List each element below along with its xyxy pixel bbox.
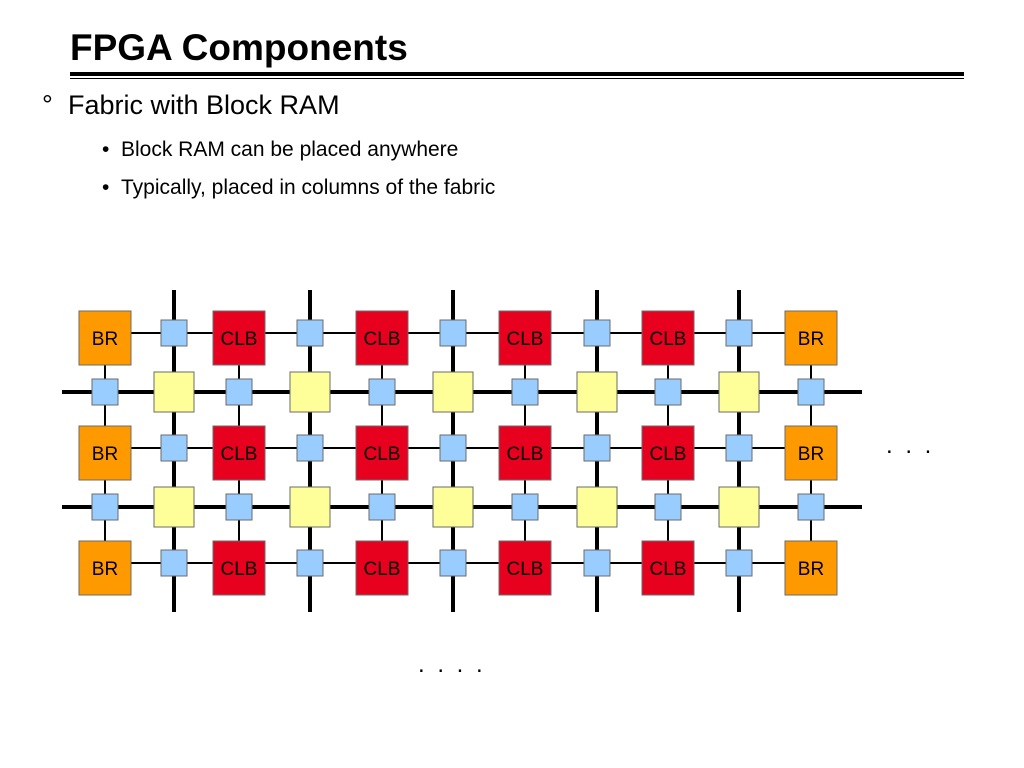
- logic-block: [641, 540, 695, 596]
- logic-block-label: CLB: [650, 444, 687, 465]
- switch-box: [296, 319, 324, 347]
- switch-box: [583, 549, 611, 577]
- title-rule-thick: [70, 72, 964, 76]
- dot-bullet-marker: •: [102, 138, 110, 161]
- connection-box: [289, 486, 331, 528]
- block-ram-label: BR: [92, 444, 118, 465]
- switch-box: [725, 319, 753, 347]
- logic-block-label: CLB: [364, 444, 401, 465]
- logic-block: [355, 425, 409, 481]
- switch-box: [725, 434, 753, 462]
- switch-box: [439, 434, 467, 462]
- switch-box: [160, 319, 188, 347]
- logic-block-label: CLB: [650, 559, 687, 580]
- switch-box: [654, 378, 682, 406]
- subbullet-2: • Typically, placed in columns of the fab…: [102, 175, 495, 201]
- dot-bullet-marker: •: [102, 176, 110, 199]
- connection-box: [718, 371, 760, 413]
- block-ram: [78, 310, 132, 366]
- block-ram-label: BR: [92, 329, 118, 350]
- switch-box: [225, 378, 253, 406]
- logic-block: [355, 310, 409, 366]
- subbullet-1: • Block RAM can be placed anywhere: [102, 137, 458, 163]
- logic-block-label: CLB: [507, 329, 544, 350]
- logic-block: [641, 310, 695, 366]
- block-ram-label: BR: [798, 329, 824, 350]
- fabric-blocks: BR CLB CLB CLB CLB BR BR CLB CLB CLB CLB BR BR CLB CLB…: [78, 310, 838, 596]
- connection-box: [432, 486, 474, 528]
- switch-box: [368, 378, 396, 406]
- switch-box: [91, 493, 119, 521]
- logic-block: [212, 310, 266, 366]
- switch-box: [160, 549, 188, 577]
- connection-box: [153, 371, 195, 413]
- degree-bullet-marker: °: [42, 90, 53, 120]
- block-ram-label: BR: [798, 559, 824, 580]
- logic-block: [498, 540, 552, 596]
- bullet-text: Fabric with Block RAM: [68, 90, 340, 120]
- switch-box: [160, 434, 188, 462]
- switch-box: [797, 378, 825, 406]
- continuation-ellipsis-right: . . .: [886, 432, 934, 459]
- switch-box: [225, 493, 253, 521]
- block-ram: [784, 310, 838, 366]
- connection-box: [432, 371, 474, 413]
- connection-box: [289, 371, 331, 413]
- logic-block: [498, 425, 552, 481]
- logic-block: [212, 425, 266, 481]
- block-ram: [784, 425, 838, 481]
- subbullet-text: Block RAM can be placed anywhere: [121, 138, 459, 161]
- switch-box: [654, 493, 682, 521]
- switch-box: [91, 378, 119, 406]
- logic-block-label: CLB: [221, 329, 258, 350]
- switch-box: [797, 493, 825, 521]
- connection-box: [718, 486, 760, 528]
- logic-block: [355, 540, 409, 596]
- switch-box: [439, 549, 467, 577]
- switch-box: [511, 378, 539, 406]
- switch-box: [725, 549, 753, 577]
- title-rule-thin: [70, 78, 964, 79]
- switch-box: [583, 319, 611, 347]
- subbullet-text: Typically, placed in columns of the fabr…: [121, 176, 496, 199]
- switch-box: [368, 493, 396, 521]
- block-ram: [78, 540, 132, 596]
- switch-box: [296, 549, 324, 577]
- logic-block: [498, 310, 552, 366]
- slide-title: FPGA Components: [70, 27, 408, 68]
- logic-block: [212, 540, 266, 596]
- switch-box: [296, 434, 324, 462]
- connection-box: [576, 371, 618, 413]
- logic-block-label: CLB: [221, 444, 258, 465]
- connection-box: [576, 486, 618, 528]
- logic-block-label: CLB: [364, 329, 401, 350]
- connection-box: [153, 486, 195, 528]
- continuation-ellipsis-bottom: . . . .: [418, 651, 486, 678]
- logic-block-label: CLB: [221, 559, 258, 580]
- switch-box: [511, 493, 539, 521]
- logic-block-label: CLB: [507, 559, 544, 580]
- logic-block-label: CLB: [650, 329, 687, 350]
- logic-block: [641, 425, 695, 481]
- switch-box: [583, 434, 611, 462]
- block-ram-label: BR: [798, 444, 824, 465]
- switch-box: [439, 319, 467, 347]
- block-ram: [78, 425, 132, 481]
- bullet-level-1: ° Fabric with Block RAM: [42, 88, 340, 122]
- block-ram-label: BR: [92, 559, 118, 580]
- block-ram: [784, 540, 838, 596]
- logic-block-label: CLB: [507, 444, 544, 465]
- logic-block-label: CLB: [364, 559, 401, 580]
